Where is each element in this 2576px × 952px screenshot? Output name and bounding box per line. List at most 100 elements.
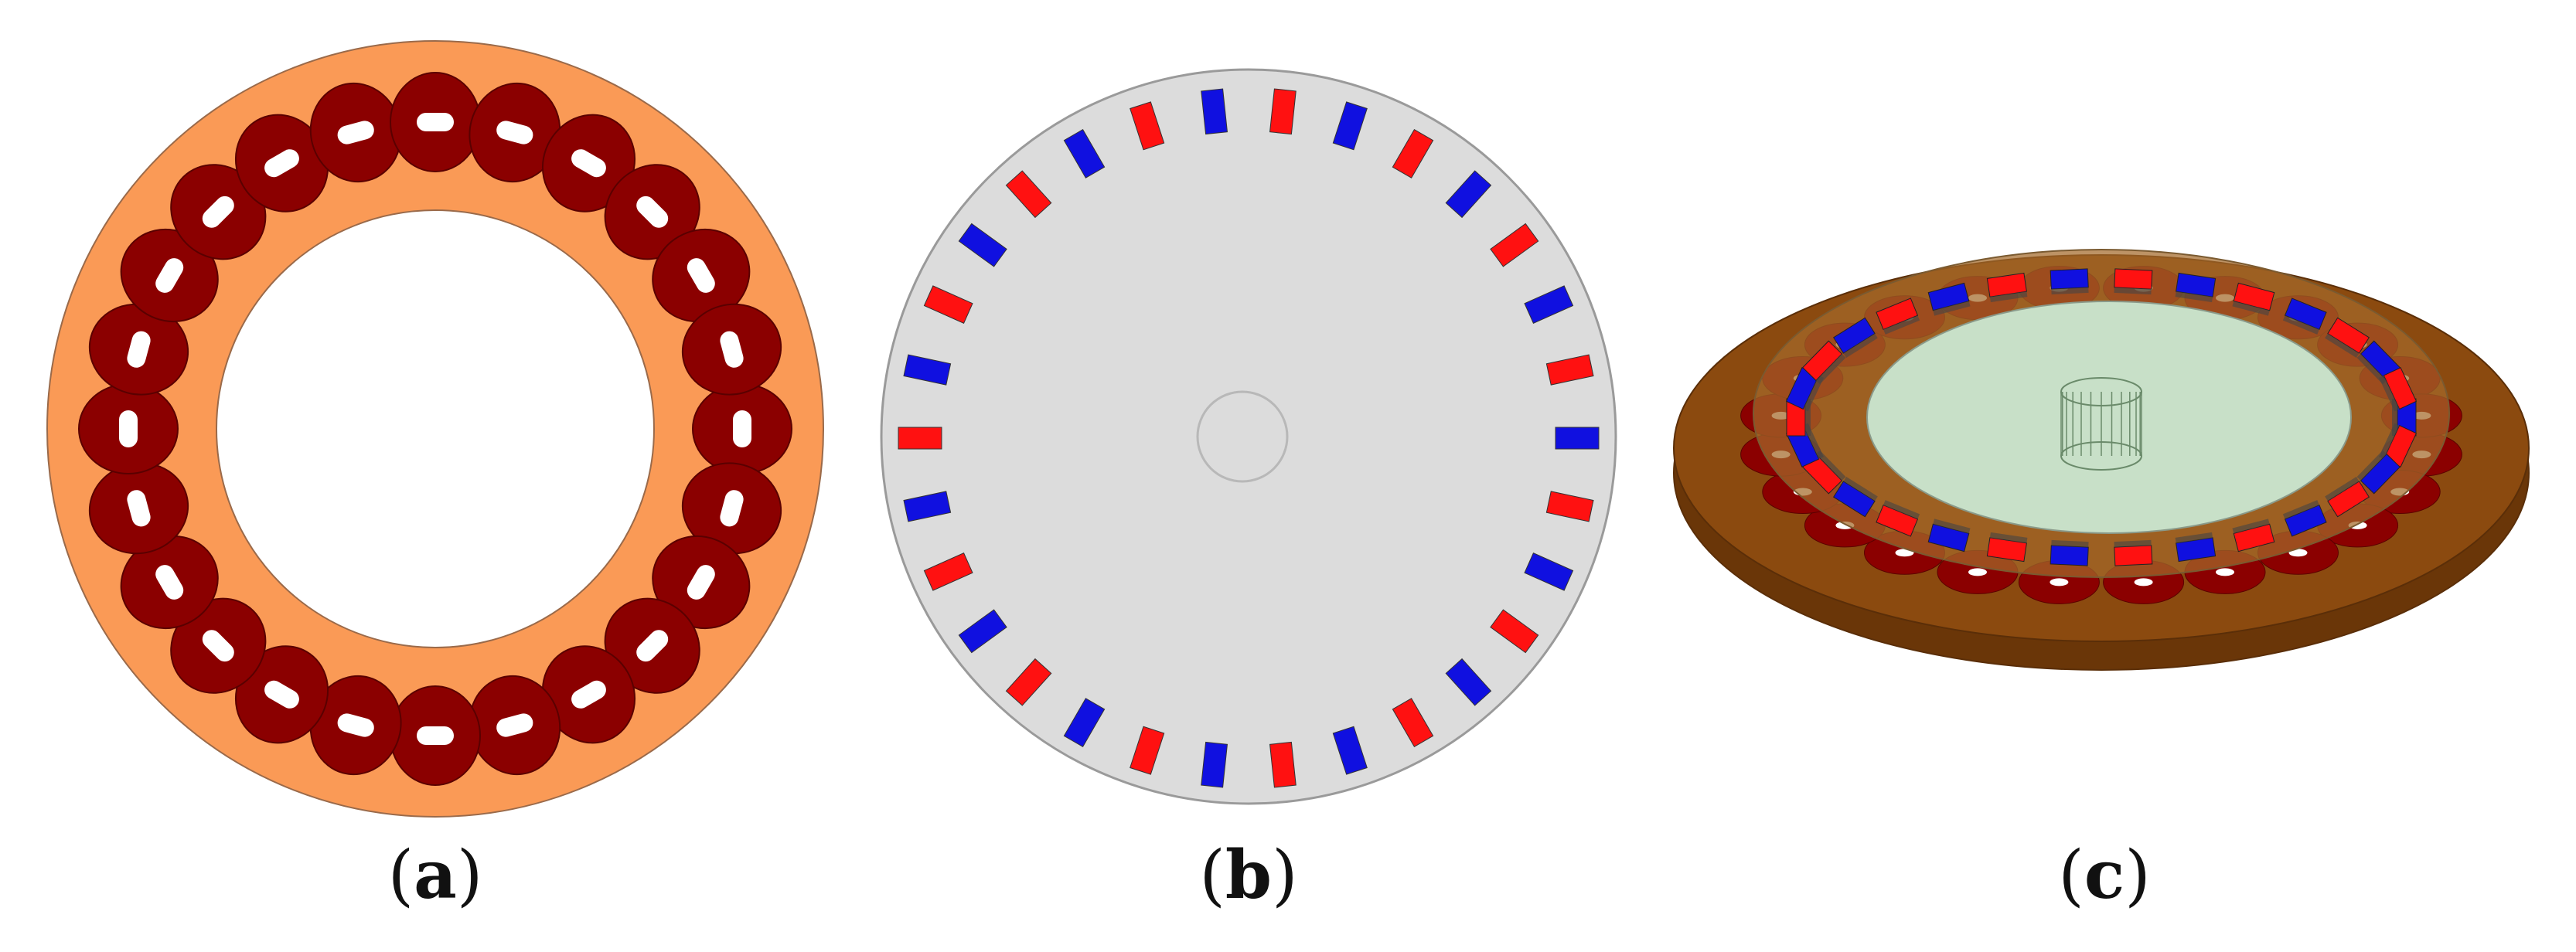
magnet-edge	[1989, 291, 2028, 303]
assembly-magnet-south	[2175, 532, 2217, 563]
magnet-edge	[2232, 518, 2270, 534]
magnet-south	[903, 491, 952, 522]
coil-slot	[155, 565, 184, 600]
magnet-edge	[2114, 287, 2152, 295]
magnet-edge	[1989, 532, 2028, 543]
assembly-magnet-north	[2325, 317, 2370, 359]
assembly-magnet-north	[1802, 340, 1846, 385]
stator-coil	[88, 303, 189, 396]
rotor-hub	[1196, 390, 1289, 483]
magnet-edge	[1815, 450, 1846, 481]
stator-coil	[390, 685, 481, 786]
assembly-magnet-north	[2379, 367, 2418, 412]
magnet-edge	[2114, 539, 2152, 548]
coil-slot	[119, 410, 138, 447]
caption-a: (a)	[387, 836, 483, 914]
coil-slot	[571, 680, 606, 709]
coil-slot	[571, 149, 606, 178]
assembly-shaft	[2060, 377, 2142, 471]
assembly-magnet-north	[2114, 268, 2153, 295]
stator-coil	[692, 383, 792, 474]
coil-slot	[2216, 568, 2234, 576]
magnet-south	[1201, 741, 1228, 788]
coil-slot	[496, 713, 533, 737]
magnet-north	[923, 552, 973, 591]
caption-c: (c)	[2058, 836, 2151, 914]
coil-slot	[264, 680, 299, 709]
magnet-edge	[2325, 333, 2360, 359]
magnet-edge	[1933, 518, 1971, 534]
magnet-south	[1445, 170, 1492, 219]
magnet-face	[2050, 268, 2089, 290]
magnet-south	[1332, 101, 1368, 151]
assembly-magnet-south	[2175, 272, 2217, 303]
assembly-panel	[1673, 249, 2530, 671]
coil-slot	[687, 258, 715, 293]
magnet-north	[1545, 354, 1594, 386]
coil-slot	[202, 630, 234, 662]
assembly-magnet-north	[2232, 282, 2275, 316]
assembly-inner-disc	[1866, 301, 2352, 534]
magnet-edge	[2051, 287, 2089, 295]
magnet-edge	[2356, 450, 2387, 481]
magnet-south	[958, 609, 1007, 654]
assembly-magnet-north	[1986, 272, 2028, 303]
magnet-south	[1524, 552, 1574, 591]
magnet-north	[1269, 741, 1297, 788]
magnet-edge	[2051, 539, 2089, 548]
magnet-edge	[2282, 315, 2319, 335]
caption-b: (b)	[1199, 836, 1298, 914]
magnet-north	[1130, 101, 1165, 151]
stator-coil	[604, 597, 700, 694]
magnet-face	[2284, 298, 2327, 331]
stator-coil	[309, 82, 402, 183]
magnet-edge	[2282, 500, 2319, 519]
assembly-magnet-north	[1876, 298, 1920, 335]
magnet-north	[1490, 609, 1539, 654]
coil-slot	[687, 565, 715, 600]
assembly-magnet-north	[1986, 532, 2028, 563]
magnet-north	[1005, 658, 1052, 706]
magnet-south	[1063, 128, 1106, 178]
rotor-disc	[880, 68, 1617, 805]
stator-coil	[234, 645, 329, 744]
magnet-south	[903, 354, 952, 386]
coil-slot	[337, 713, 374, 737]
magnet-edge	[1933, 301, 1971, 316]
magnet-south	[1063, 698, 1106, 748]
coil-slot	[202, 196, 234, 228]
coil-slot	[636, 196, 669, 228]
magnet-edge	[1803, 375, 1824, 412]
magnet-edge	[1815, 354, 1846, 385]
magnet-south	[1555, 427, 1600, 450]
assembly-magnet-north	[1876, 500, 1920, 537]
magnet-edge	[2325, 476, 2360, 502]
coil-slot	[720, 331, 744, 368]
magnet-north	[923, 285, 973, 324]
rotor-panel	[880, 68, 1617, 805]
magnet-edge	[1843, 333, 1878, 359]
magnet-south	[1524, 285, 1574, 324]
rotor-magnets	[898, 88, 1600, 788]
stator-coil	[234, 114, 329, 212]
magnet-edge	[2175, 291, 2213, 303]
assembly-magnet-south	[1785, 367, 1824, 412]
magnet-edge	[2356, 354, 2387, 385]
stator-coil	[652, 535, 751, 630]
coil-slot	[636, 630, 669, 662]
stator-coil	[78, 383, 179, 474]
magnet-south	[1201, 88, 1228, 135]
assembly-magnet-south	[1833, 317, 1878, 359]
coil-slot	[733, 410, 751, 447]
assembly-magnet-south	[2050, 268, 2089, 295]
assembly-magnet-south	[1833, 476, 1878, 518]
magnet-north	[1392, 128, 1434, 178]
assembly-magnet-north	[2114, 539, 2153, 566]
magnet-face	[1876, 298, 1919, 331]
magnet-edge	[2175, 532, 2213, 543]
coil-slot	[417, 113, 454, 131]
magnet-face	[2327, 481, 2370, 518]
coil-slot	[1968, 568, 1987, 576]
magnet-north	[1005, 170, 1052, 219]
magnet-face	[2176, 537, 2217, 563]
